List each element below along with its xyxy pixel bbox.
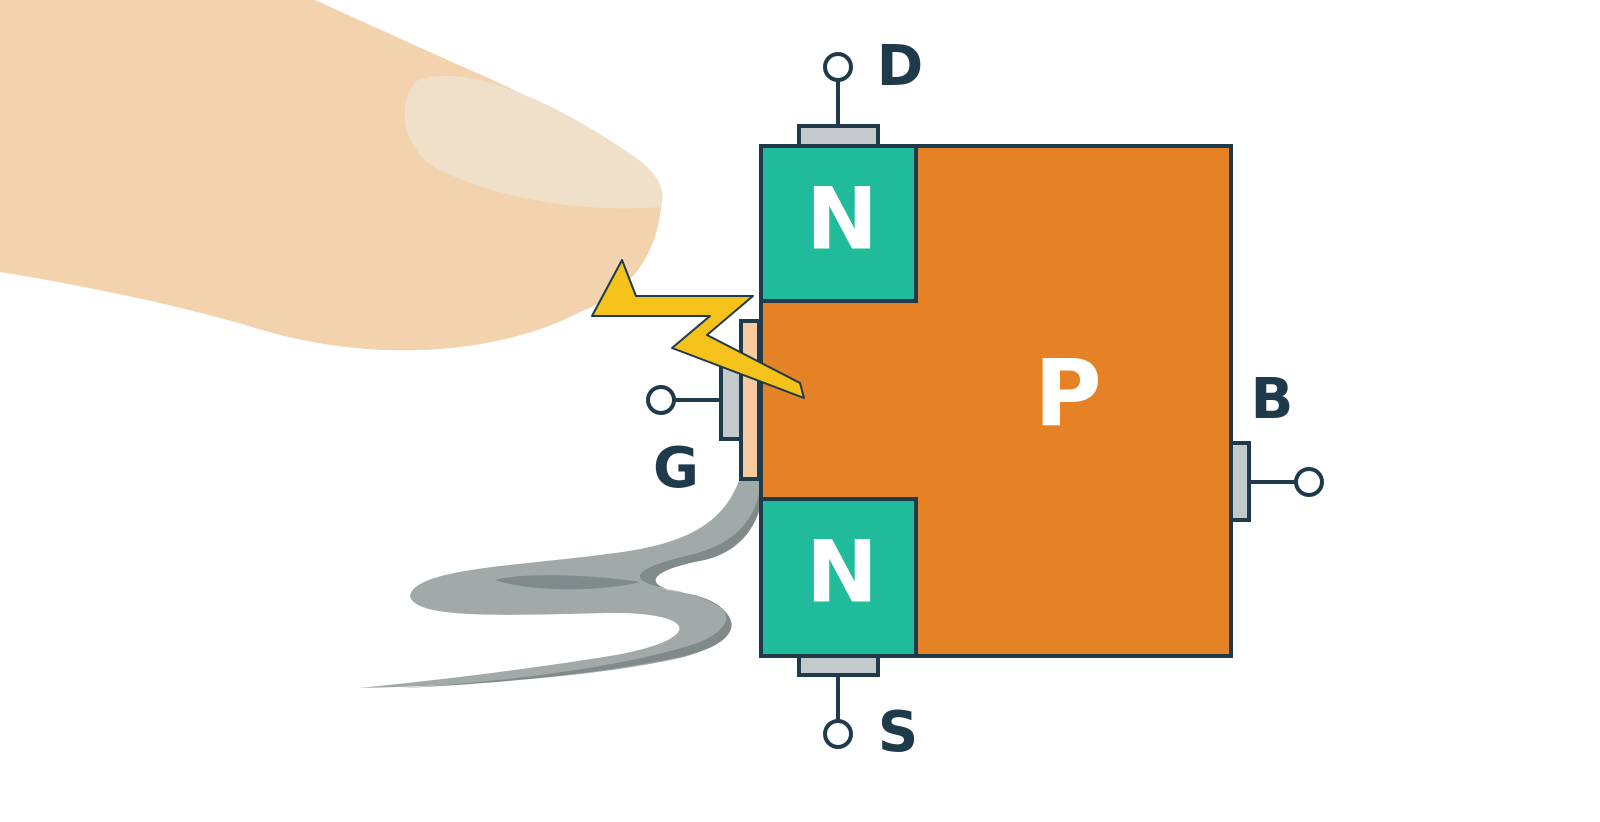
drain-label: D [877, 34, 923, 99]
source-contact [797, 654, 880, 677]
n-source-label: N [806, 522, 878, 622]
n-drain-label: N [806, 169, 878, 269]
source-label: S [878, 700, 918, 765]
body-label: B [1251, 367, 1294, 432]
p-substrate-label: P [1034, 340, 1101, 447]
gate-terminal [646, 385, 676, 415]
source-terminal [823, 719, 853, 749]
finger-icon [0, 0, 663, 351]
gate-oxide [739, 319, 761, 481]
body-terminal [1294, 467, 1324, 497]
n-source-region [759, 497, 918, 658]
n-drain-region [759, 144, 918, 303]
gate-label: G [653, 436, 699, 501]
drain-contact [797, 124, 880, 148]
drain-terminal [823, 52, 853, 82]
smoke-icon [358, 430, 765, 688]
fingernail [404, 75, 663, 209]
electrostatic-spark-icon [591, 259, 805, 399]
body-contact [1229, 441, 1251, 522]
